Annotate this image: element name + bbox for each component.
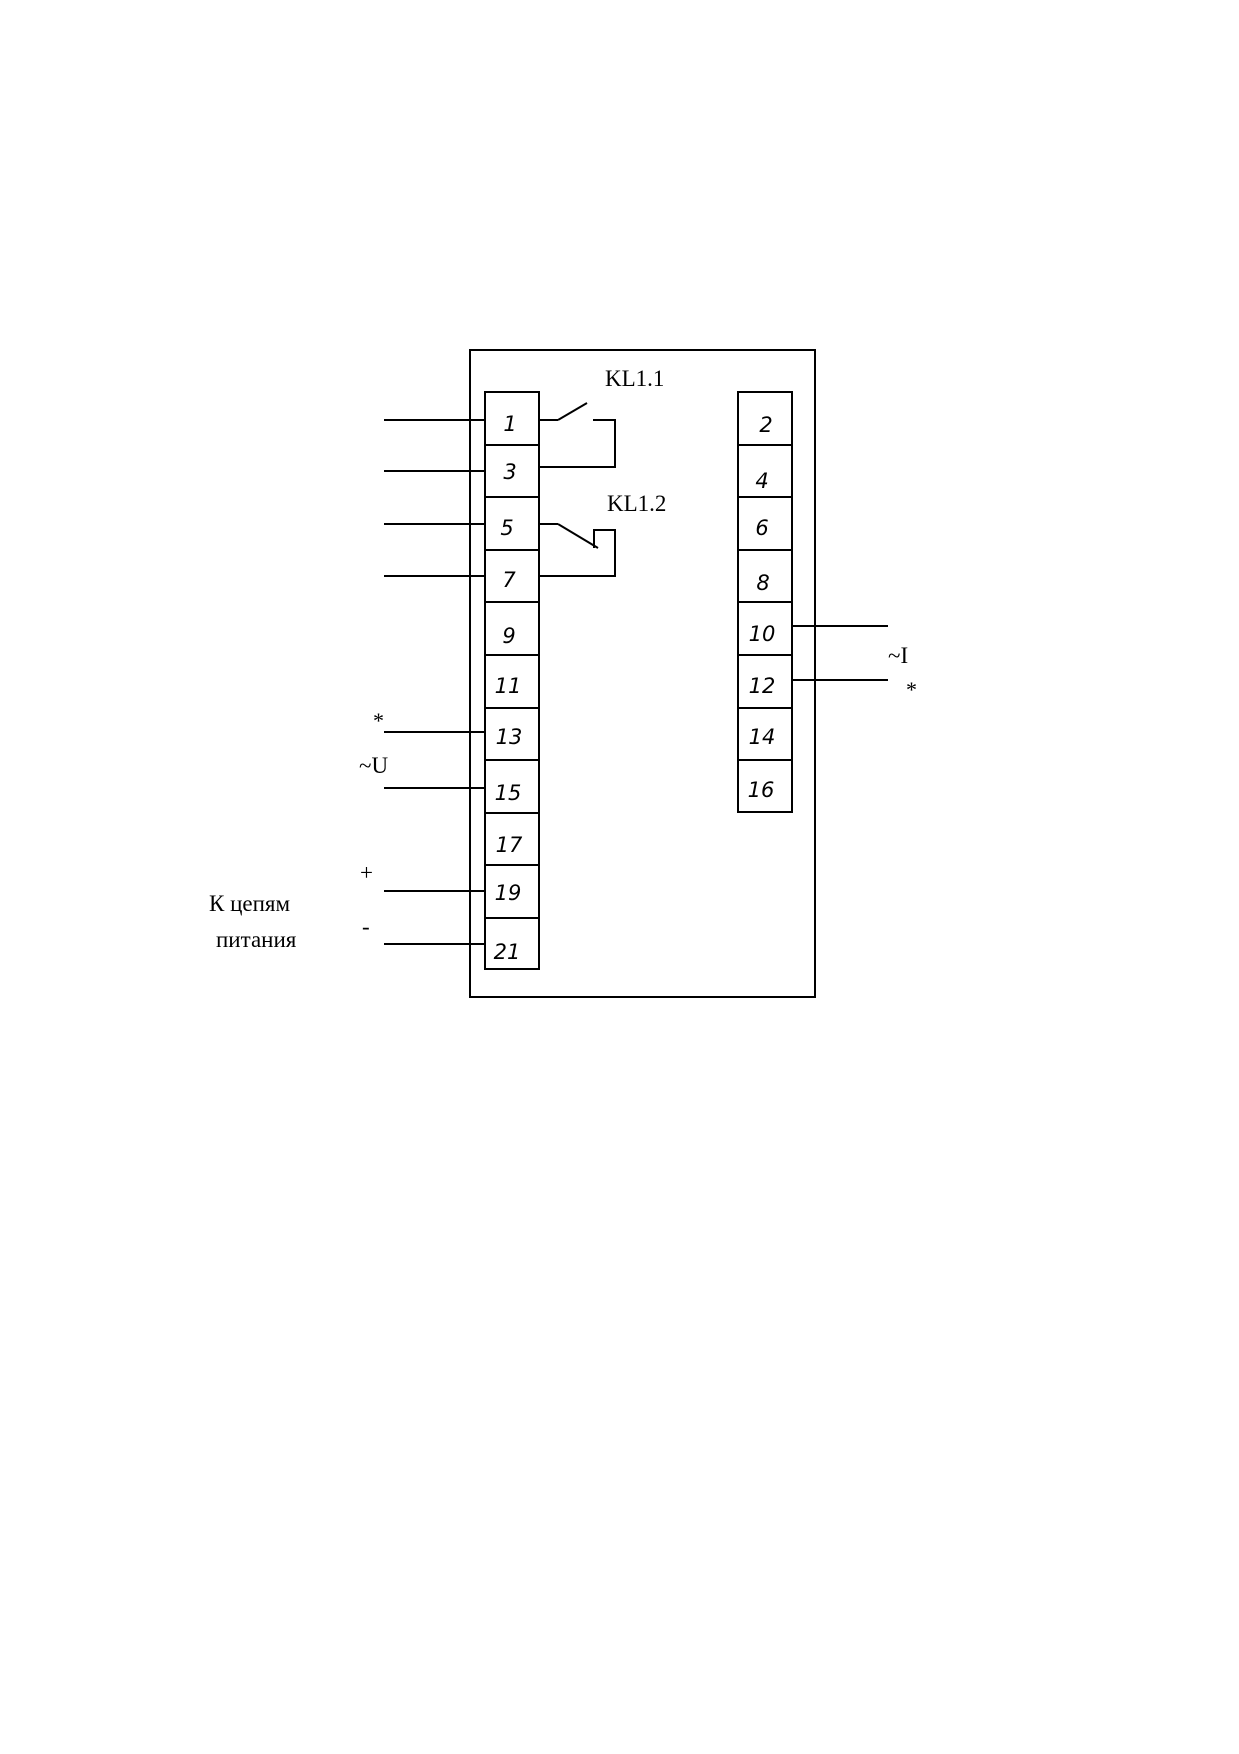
- relay-contact-kl1-2: [539, 523, 616, 577]
- left-terminal-block: [484, 391, 540, 970]
- right-terminal-block: [737, 391, 793, 813]
- terminal-8: 8: [756, 571, 769, 595]
- terminal-10: 10: [749, 622, 776, 646]
- terminal-19: 19: [495, 881, 522, 905]
- current-label: ~I: [888, 643, 908, 668]
- terminal-21: 21: [494, 940, 521, 964]
- terminal-14: 14: [749, 725, 776, 749]
- terminal-4: 4: [755, 469, 768, 493]
- power-label-line1: К цепям: [209, 891, 290, 916]
- power-plus-label: +: [360, 860, 373, 885]
- relay-label-kl1-2: KL1.2: [607, 491, 666, 516]
- terminal-12: 12: [749, 674, 776, 698]
- device-enclosure: [469, 349, 816, 998]
- relay-contact-kl1-1: [539, 402, 616, 468]
- power-label-line2: питания: [216, 927, 297, 952]
- left-external-wires: [384, 419, 485, 945]
- terminal-17: 17: [496, 833, 523, 857]
- terminal-16: 16: [748, 778, 775, 802]
- terminal-5: 5: [500, 516, 513, 540]
- terminal-2: 2: [759, 413, 772, 437]
- terminal-3: 3: [503, 460, 516, 484]
- terminal-7: 7: [502, 568, 516, 592]
- right-external-wires: [792, 625, 888, 681]
- terminal-13: 13: [496, 725, 523, 749]
- relay-label-kl1-1: KL1.1: [605, 366, 664, 391]
- terminal-15: 15: [495, 781, 522, 805]
- current-polarity-mark: *: [906, 677, 917, 702]
- voltage-label: ~U: [359, 753, 388, 778]
- power-minus-label: -: [362, 914, 370, 939]
- voltage-polarity-mark: *: [373, 708, 384, 733]
- terminal-11: 11: [495, 674, 522, 698]
- terminal-6: 6: [755, 516, 768, 540]
- terminal-9: 9: [502, 624, 515, 648]
- terminal-1: 1: [503, 412, 516, 436]
